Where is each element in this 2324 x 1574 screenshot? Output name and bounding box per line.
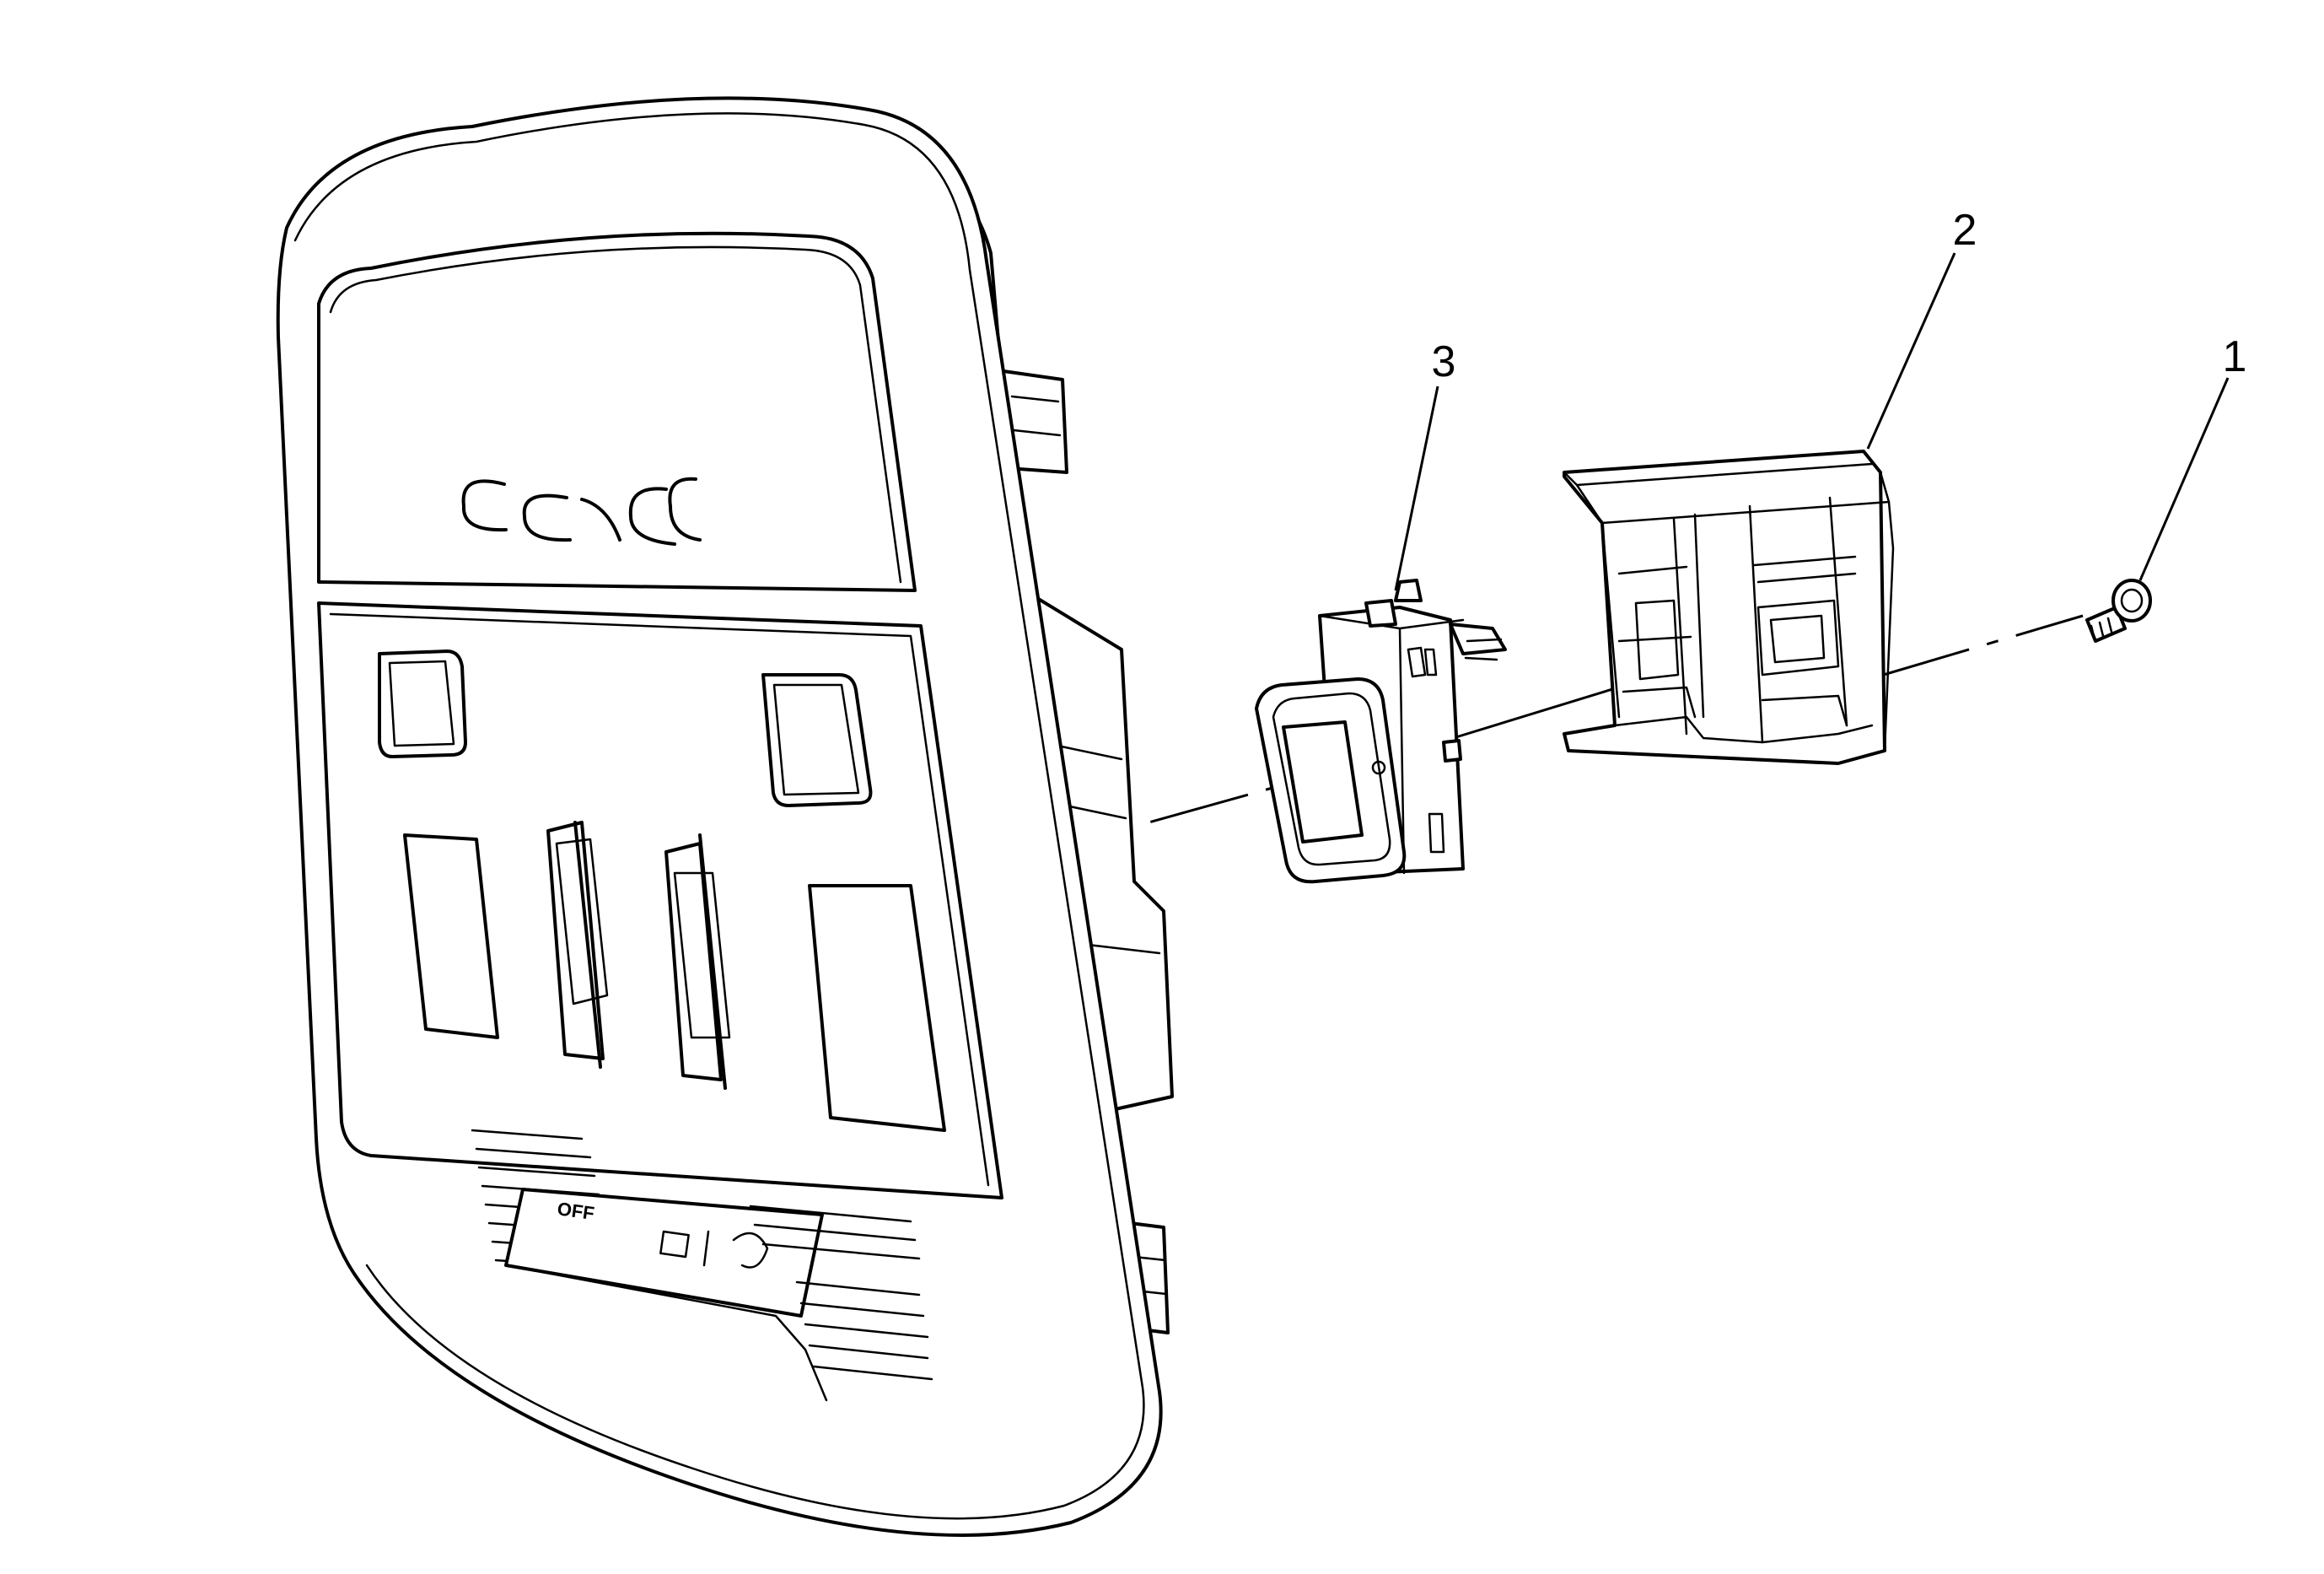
callout-1: 1	[2223, 332, 2247, 381]
logo: CMC	[1, 0, 702, 546]
callout-2: 2	[1953, 206, 1977, 255]
switch-off-label: OFF	[556, 1198, 595, 1224]
callout-leaders	[1394, 252, 2230, 591]
callout-3: 3	[1432, 337, 1456, 386]
logo-text: CMC	[1, 0, 3, 2]
overhead-console: CMC OFF	[1, 0, 1174, 1537]
screw	[2085, 579, 2152, 643]
lower-switch-cluster: OFF	[471, 1129, 933, 1402]
switch	[1255, 579, 1507, 884]
bracket	[1563, 450, 1895, 765]
